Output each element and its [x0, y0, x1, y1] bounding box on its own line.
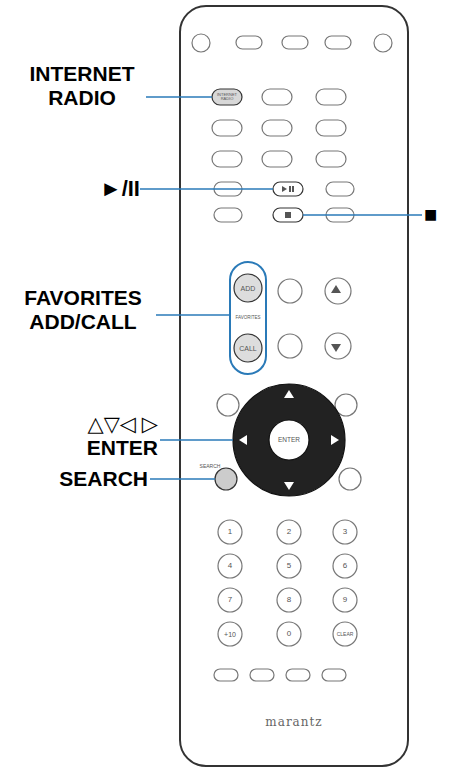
button-text: 0: [287, 630, 291, 638]
button-text: ADD: [241, 285, 256, 292]
button-text: 8: [287, 596, 291, 604]
callout-label: FAVORITES ADD/CALL: [12, 286, 154, 334]
button-text: SEARCH: [200, 464, 221, 469]
button-text: 9: [343, 596, 347, 604]
button-text: 3: [343, 528, 347, 536]
button-text: FAVORITES: [236, 316, 261, 321]
callout-label: ►/II: [60, 176, 140, 201]
button-text: 2: [287, 528, 291, 536]
callout-label: SEARCH: [40, 467, 148, 491]
button-text: 5: [287, 562, 291, 570]
button-text: 4: [228, 562, 232, 570]
button-text: 7: [228, 596, 232, 604]
button-text: 6: [343, 562, 347, 570]
button-text: CALL: [239, 345, 257, 352]
callout-label: ■: [424, 202, 454, 227]
brand-logo: marantz: [265, 716, 322, 728]
button-text: INTERNET RADIO: [214, 93, 240, 101]
button-text: ENTER: [278, 437, 300, 444]
callout-label: INTERNET RADIO: [20, 62, 144, 110]
button-text: CLEAR: [337, 632, 354, 637]
button-text: +10: [224, 631, 236, 638]
button-text: 1: [228, 528, 232, 536]
callout-label: △▽◁ ▷ ENTER: [80, 412, 158, 460]
